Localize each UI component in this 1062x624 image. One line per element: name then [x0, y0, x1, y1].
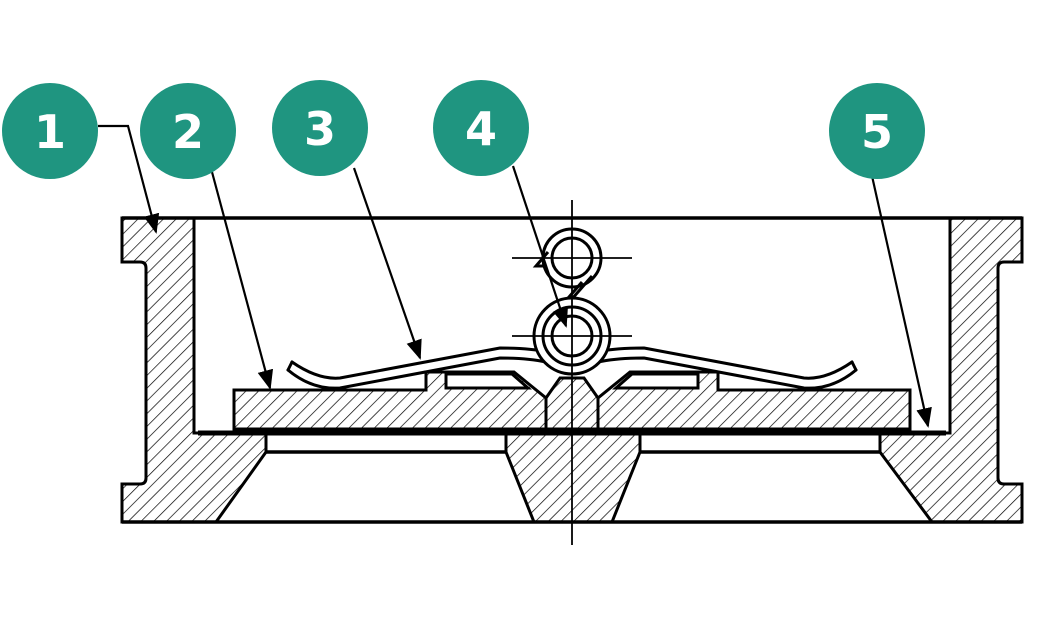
valve-body-left: [120, 216, 268, 524]
leader-3: [352, 167, 422, 360]
leader-1: [98, 124, 160, 234]
callout-3: 3: [272, 80, 368, 176]
callout-2: 2: [140, 83, 236, 179]
valve-body-right: [878, 216, 1024, 524]
callout-badge: [829, 83, 925, 179]
callout-label: 5: [861, 105, 893, 159]
leader-4: [511, 165, 568, 328]
callout-badge: [433, 80, 529, 176]
leader-2: [210, 171, 274, 390]
leader-5: [870, 175, 932, 428]
callout-label: 1: [34, 105, 66, 159]
callout-1: 1: [2, 83, 98, 179]
callout-badge: [272, 80, 368, 176]
leader-lines: [98, 124, 932, 428]
valve-body: [120, 216, 1024, 524]
callout-badge: [140, 83, 236, 179]
centre-lines: [512, 200, 632, 545]
callout-badge: [2, 83, 98, 179]
valve-body-centre-post: [504, 431, 642, 524]
callout-label: 4: [465, 102, 497, 156]
callout-4: 4: [433, 80, 529, 176]
callout-5: 5: [829, 83, 925, 179]
callout-label: 2: [172, 105, 204, 159]
callout-label: 3: [304, 102, 336, 156]
disc-top-blocks: [444, 372, 700, 390]
